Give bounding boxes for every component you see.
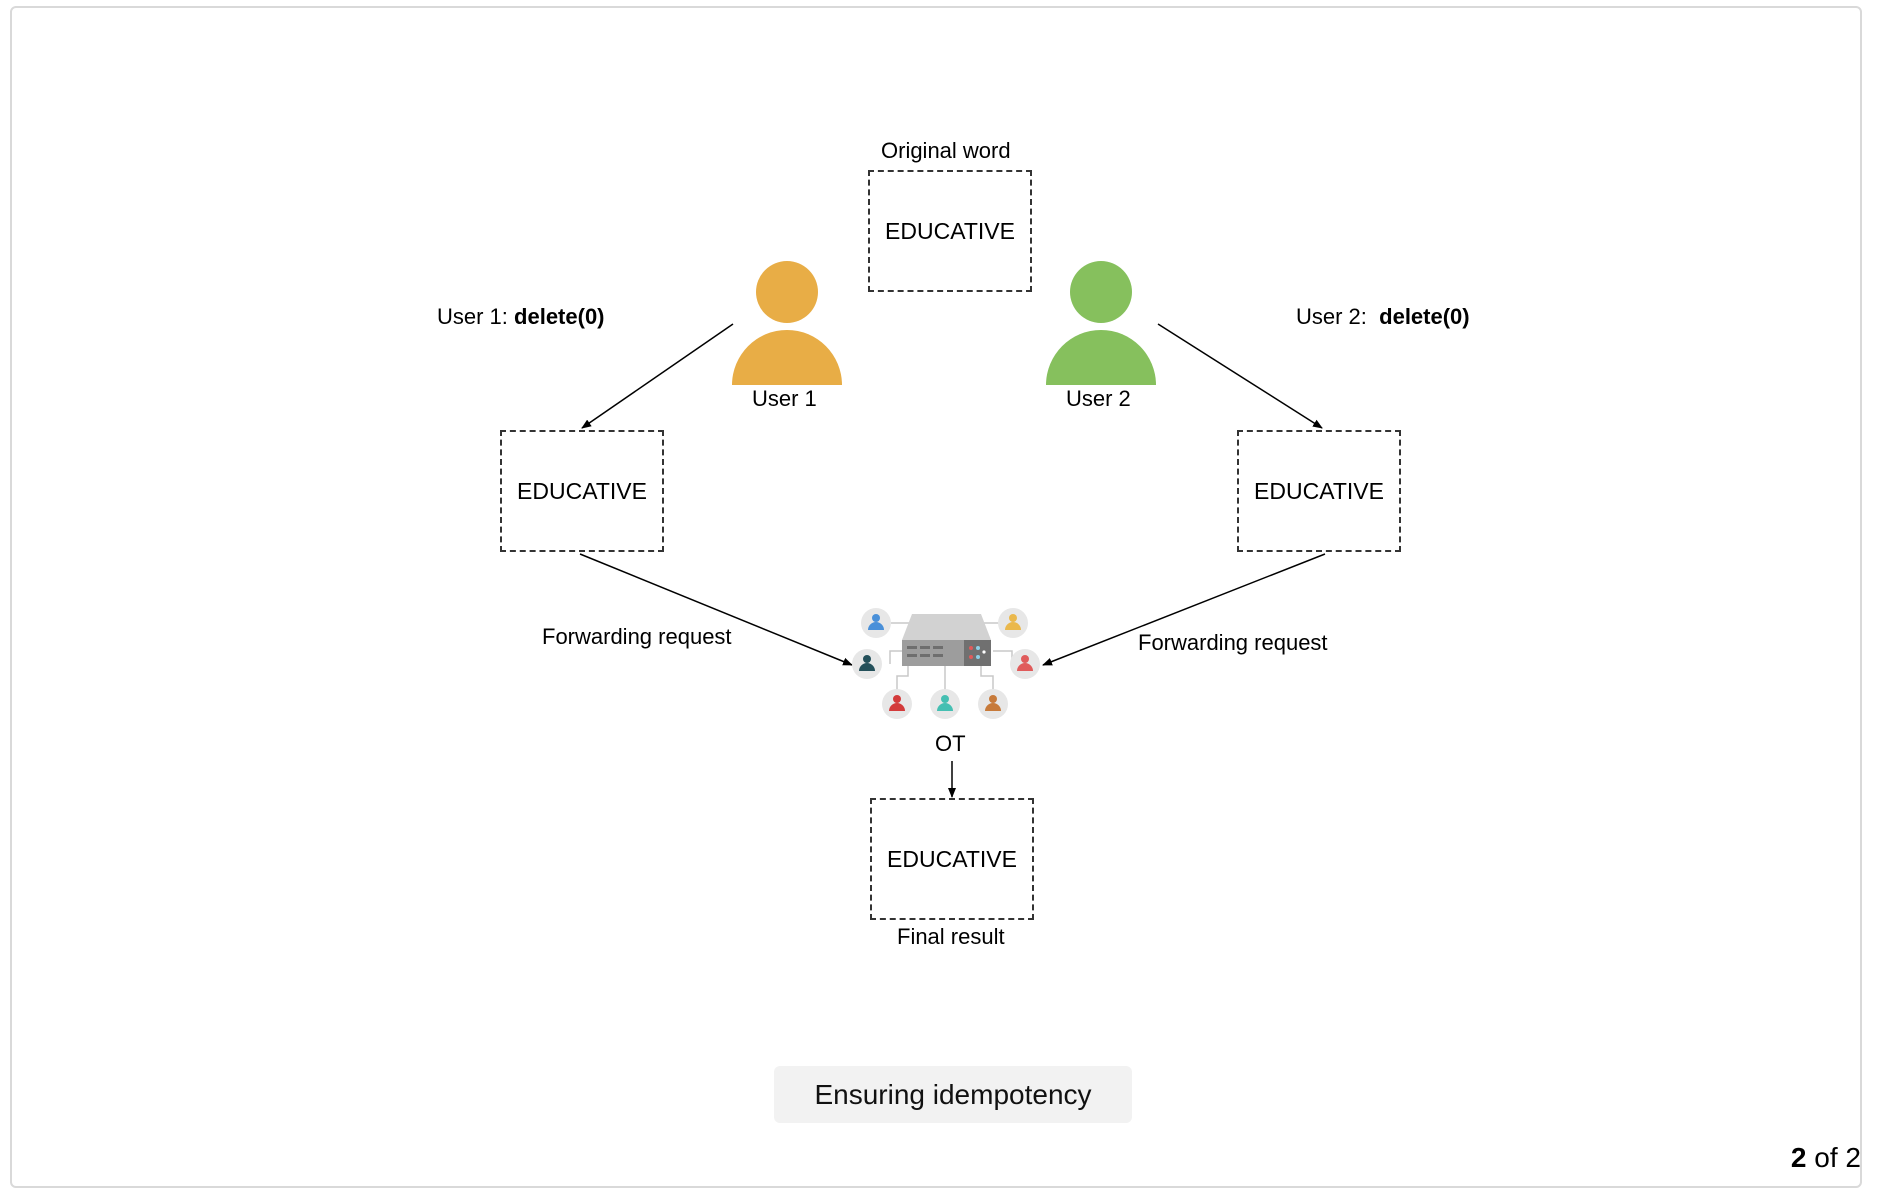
user-1-operation-label: User 1: delete(0) <box>437 306 605 328</box>
user-1-operation-prefix: User 1: <box>437 304 515 329</box>
forwarding-request-left-label: Forwarding request <box>542 624 732 649</box>
ot-server-icon <box>889 614 1013 697</box>
original-word-label: Original word <box>881 138 1011 163</box>
client-user-icon <box>861 608 891 638</box>
user-1-operation-value: delete(0) <box>514 304 605 329</box>
user-2-document-box: EDUCATIVE <box>1237 430 1401 552</box>
final-result-box: EDUCATIVE <box>870 798 1034 920</box>
forwarding-request-right-label: Forwarding request <box>1138 630 1328 655</box>
user-1-avatar-icon <box>732 261 842 385</box>
client-user-icon <box>852 649 882 679</box>
client-user-icon <box>1010 649 1040 679</box>
ot-server-label: OT <box>935 731 966 756</box>
slide-pagination: 2 of 2 <box>1791 1142 1861 1174</box>
final-result-label: Final result <box>897 924 1005 949</box>
total-slide-number: 2 <box>1845 1142 1861 1173</box>
current-slide-number: 2 <box>1790 1142 1807 1173</box>
client-user-icon <box>998 608 1028 638</box>
original-word-box: EDUCATIVE <box>868 170 1032 292</box>
arrow-left-forward <box>579 553 853 666</box>
slide-frame <box>10 6 1862 1188</box>
client-user-icon <box>930 689 960 719</box>
user-2-operation-prefix: User 2: <box>1296 304 1380 329</box>
user-2-name: User 2 <box>1066 386 1131 411</box>
user-2-operation-label: User 2: delete(0) <box>1296 306 1470 328</box>
client-user-icon <box>978 689 1008 719</box>
client-user-icon <box>882 689 912 719</box>
user-1-document-box: EDUCATIVE <box>500 430 664 552</box>
user-1-name: User 1 <box>752 386 817 411</box>
arrow-right-forward <box>1042 553 1326 666</box>
slide-caption: Ensuring idempotency <box>774 1066 1132 1123</box>
arrow-user2-to-box <box>1157 323 1323 429</box>
user-2-avatar-icon <box>1046 261 1156 385</box>
user-2-operation-value: delete(0) <box>1379 304 1470 329</box>
arrow-user1-to-box <box>581 323 734 429</box>
pagination-separator: of <box>1806 1142 1846 1173</box>
